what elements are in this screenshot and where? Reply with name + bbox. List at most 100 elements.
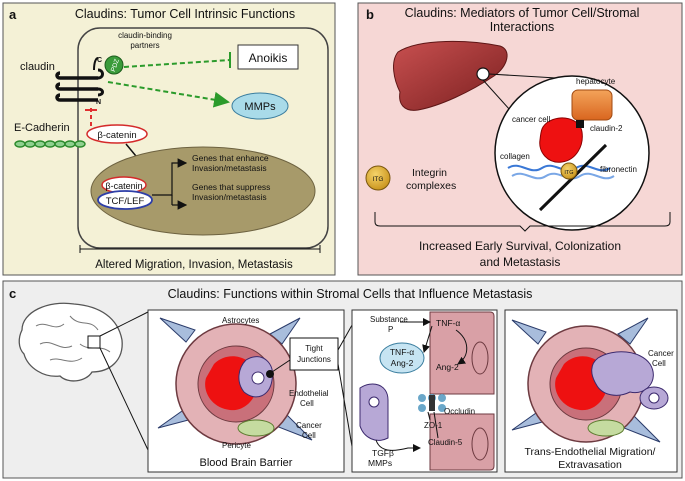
panel-c-title: Claudins: Functions within Stromal Cells… [168,287,533,301]
cancer-cell-mid [359,383,389,441]
pdz-label: PDZ [110,58,121,73]
pericyte-label: Pericyte [222,441,251,450]
tight-label-1: Tight [305,344,323,353]
panel-b-footer-line1: Increased Early Survival, Colonization [419,239,621,253]
panel-a-bracket [79,245,321,253]
hepatocyte-label: hepatocyte [576,77,616,86]
tcf-lef-label: TCF/LEF [106,196,145,207]
panel-a-letter: a [9,7,17,22]
collagen-label: collagen [500,152,530,161]
ang2-mid-label: Ang-2 [391,358,414,368]
cancer-cell-mid-nucleus [368,396,380,408]
brain-zoom-line-2 [99,347,149,451]
panel-c: c Claudins: Functions within Stromal Cel… [2,280,683,479]
cancer-cell-nucleus [251,371,265,385]
mmps-c-label: MMPs [368,458,392,468]
itg-legend [365,165,391,191]
tnf-top-label: TNF-α [436,318,460,328]
cancer-cell-label: cancer cell [512,115,550,124]
tgfb-label: TGFβ [372,448,394,458]
panel-a: a Claudins: Tumor Cell Intrinsic Functio… [2,2,336,276]
astrocyte-network-right [511,317,661,443]
binding-partners-line2: partners [130,41,159,50]
genes-enhance-line1: Genes that enhance [192,153,269,163]
panel-c-letter: c [9,286,16,301]
panel-b-title-line2: Interactions [490,20,555,34]
cancer-bbb-label-1: Cancer [296,421,322,430]
zo1-label: ZO-1 [424,421,443,430]
anoikis-box [237,44,299,70]
panel-b-footer-line2: and Metastasis [480,255,561,269]
panel-b: b Claudins: Mediators of Tumor Cell/Stro… [357,2,683,276]
binding-partners-line1: claudin-binding [118,31,172,40]
mmps-ellipse [231,92,289,120]
brain-zoom-line-1 [99,311,149,337]
trans-label-1: Trans-Endothelial Migration/ [525,446,656,458]
arrow-to-mmps [107,81,230,108]
claudin2-label: claudin-2 [590,124,623,133]
pericyte-right [587,419,625,437]
cancer-bbb-label-2: Cell [302,431,316,440]
brain-gyri [35,315,111,362]
liver [393,40,508,111]
panel-b-letter: b [366,7,374,22]
bbb-label: Blood Brain Barrier [200,457,293,469]
liver-zoom-spot [476,67,490,81]
endothelial-nucleus-bottom [471,427,489,461]
substance-p-line2: P [388,325,393,334]
substance-p-line1: Substance [370,315,408,324]
tcf-lef [97,190,153,210]
anoikis-label: Anoikis [249,51,288,65]
claudin5-label: Claudin-5 [428,438,463,447]
hepatocyte [571,89,613,121]
astrocytes-label: Astrocytes [222,316,259,325]
fibronectin-label: fibronectin [600,165,637,174]
arrow-genes-enhance [152,158,188,196]
endothelial-label-2: Cell [300,399,314,408]
cancer-cell-right [591,351,654,396]
tnf-mid-label: TNF-α [390,347,414,357]
arrow-tnf-ang2 [455,329,468,365]
panel-b-bracket [374,212,671,232]
itg-legend-label: ITG [373,176,384,183]
panel-a-footer: Altered Migration, Invasion, Metastasis [95,259,293,271]
ang2-right-label: Ang-2 [436,362,459,372]
claudin2-junction [576,120,584,128]
brain-zoom-box [87,335,101,349]
cancer-cell-extravasated-nucleus [648,392,660,404]
n-terminus-label: N [96,99,101,106]
junction-complex [418,394,446,412]
claudin-protein [55,57,104,102]
cancer-right-label-2: Cell [652,359,666,368]
arrow-to-anoikis [123,59,231,68]
tight-junction-callout [289,337,339,371]
tight-callout-line [271,359,291,373]
arrow-tnf-cytokine [422,325,433,353]
c-terminus-label: C [97,57,102,64]
genes-enhance-line2: Invasion/metastasis [192,163,267,173]
endothelial-label-1: Endothelial [289,389,329,398]
integrin-line2: complexes [406,180,456,192]
pdz-domain [104,55,124,75]
zo1-pointer [427,411,431,421]
panel-a-title: Claudins: Tumor Cell Intrinsic Functions [75,7,295,21]
pericyte [237,419,275,437]
genes-suppress-line1: Genes that suppress [192,182,270,192]
ecadherin-chain [14,140,86,148]
trans-label-2: Extravasation [558,459,622,471]
genes-suppress-line2: Invasion/metastasis [192,192,267,202]
beta-catenin-membrane [86,124,148,144]
claudin5-pointer [433,411,439,439]
itg-small [560,162,578,180]
ecadherin-label: E-Cadherin [14,122,70,134]
panel-b-title-line1: Claudins: Mediators of Tumor Cell/Stroma… [405,6,640,20]
endothelial-nucleus-top [471,341,489,375]
zoom-line-1 [482,79,511,111]
nucleus [90,146,316,236]
cytokine-ellipse [379,342,425,374]
claudin-label: claudin [20,61,55,73]
occludin-label: Occludin [444,407,475,416]
arrow-tgfb [375,439,421,452]
beta-catenin-membrane-label: β-catenin [97,130,136,141]
